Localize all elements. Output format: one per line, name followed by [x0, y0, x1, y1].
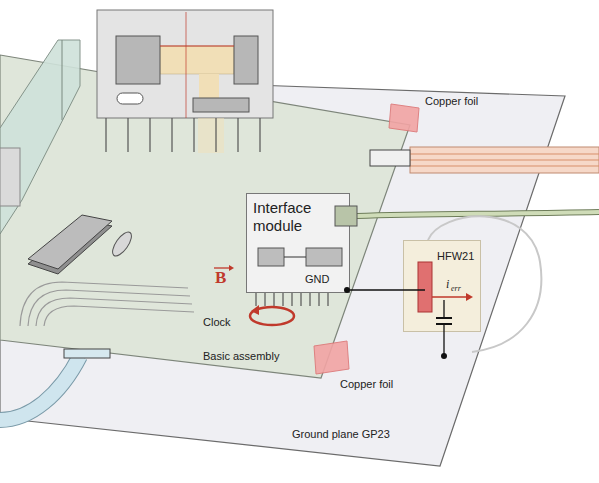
chip	[28, 215, 112, 269]
flat-cable	[410, 147, 599, 173]
beige-band	[199, 74, 219, 100]
ic-block	[193, 98, 249, 112]
cable-connector	[370, 150, 410, 166]
trace	[28, 290, 190, 326]
ic-block	[258, 248, 284, 266]
plane-label: Ground plane GP23	[292, 428, 390, 441]
red-track	[160, 46, 234, 47]
cable-stripe	[410, 166, 599, 167]
crystal	[117, 93, 143, 104]
probe-head	[418, 262, 432, 312]
card-connector	[0, 148, 20, 206]
field-loop	[250, 307, 294, 325]
pin	[309, 293, 310, 306]
wire	[443, 300, 444, 318]
probe-cable	[428, 216, 541, 352]
field-arrowhead	[251, 305, 259, 315]
module-box: Interface moduleGND	[246, 193, 350, 293]
pin	[149, 118, 150, 152]
ribbon-cable	[0, 356, 80, 420]
pin	[171, 118, 172, 152]
pin	[282, 293, 283, 306]
copper-foil	[314, 341, 349, 374]
current-symbol: i	[446, 277, 449, 291]
pin	[237, 118, 238, 152]
chip-side	[28, 220, 112, 274]
shielded-cable	[357, 212, 599, 216]
module-pins	[256, 293, 328, 306]
ground-connection	[350, 289, 403, 291]
current-arrowhead	[466, 293, 473, 301]
junction-dot	[441, 353, 447, 359]
ribbon-connector	[64, 349, 110, 358]
cable-outline	[357, 212, 599, 216]
vector-arrow	[214, 267, 229, 268]
pin	[259, 118, 260, 152]
circuit-board-shape	[0, 55, 410, 378]
wire	[443, 324, 444, 356]
pin	[127, 118, 128, 152]
beige-band	[198, 118, 224, 153]
board-label: Basic assembly	[203, 350, 279, 363]
pin	[264, 293, 265, 306]
ground-wire	[403, 289, 425, 291]
ic-block	[234, 36, 258, 84]
ground-plane: Ground plane GP23 Basic assembly Interface…	[0, 60, 599, 470]
pin	[327, 293, 328, 306]
wire	[284, 257, 306, 258]
header-pins	[106, 118, 260, 152]
plug-in-card	[0, 40, 80, 234]
crystal	[109, 229, 135, 259]
copper-foil	[389, 104, 419, 132]
pin	[273, 293, 274, 306]
beige-band	[160, 46, 234, 74]
pin	[193, 118, 194, 152]
ribbon-cable-outline	[0, 356, 80, 420]
module-title: Interface module	[253, 199, 348, 235]
card-edge	[62, 40, 63, 120]
vector-arrowhead	[229, 265, 234, 271]
red-track	[186, 12, 187, 118]
pin	[105, 118, 106, 152]
circuit-board: Basic assembly Interface moduleGND	[0, 55, 412, 378]
cable-stripe	[410, 160, 599, 161]
trace	[20, 282, 188, 326]
probe-box: HFW21 ierr	[403, 240, 481, 332]
pin	[300, 293, 301, 306]
junction-dot	[344, 287, 350, 293]
pin-label: GND	[305, 273, 329, 286]
current-arrow	[432, 296, 466, 297]
circuit-board-outline	[0, 55, 412, 378]
cable-connector	[335, 206, 357, 226]
current-subscript: err	[451, 284, 461, 294]
pin	[255, 293, 256, 306]
pin	[318, 293, 319, 306]
ic-block	[116, 36, 160, 84]
trace	[44, 306, 194, 326]
pin	[215, 118, 216, 152]
cable-stripe	[410, 154, 599, 155]
daughter-board	[97, 10, 273, 118]
pin	[291, 293, 292, 306]
probe-label: HFW21	[437, 250, 474, 263]
ic-block	[306, 248, 342, 266]
capacitor-plate	[436, 323, 452, 325]
trace	[36, 298, 192, 326]
capacitor-plate	[436, 317, 452, 319]
